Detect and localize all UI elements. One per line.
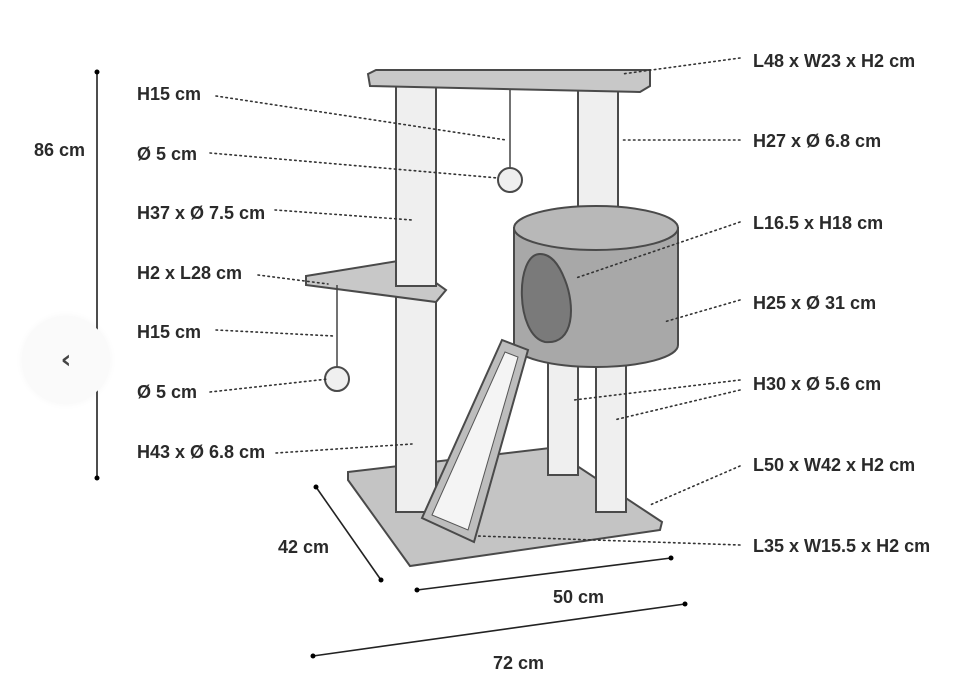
dim-total-width: 72 cm bbox=[493, 653, 544, 673]
toy-ball-shelf bbox=[324, 366, 350, 392]
scratch-ramp-surface bbox=[431, 351, 519, 531]
label-shelf-toy-string: H15 cm bbox=[137, 322, 201, 342]
cat-house-entrance bbox=[520, 252, 572, 344]
label-top-platform: L48 x W23 x H2 cm bbox=[753, 51, 915, 71]
dim-height: 86 cm bbox=[34, 140, 85, 160]
dimension-lines bbox=[94, 69, 688, 659]
toy-ball-top bbox=[497, 167, 523, 193]
carousel-prev-button[interactable]: ‹ bbox=[22, 316, 110, 404]
top-platform bbox=[366, 69, 651, 94]
left-post-upper bbox=[395, 85, 437, 287]
label-side-shelf: H2 x L28 cm bbox=[137, 263, 242, 283]
label-left-lower-post: H43 x Ø 6.8 cm bbox=[137, 442, 265, 462]
left-leaders bbox=[209, 95, 507, 454]
cat-house-top bbox=[513, 205, 679, 251]
label-base: L50 x W42 x H2 cm bbox=[753, 455, 915, 475]
label-ramp: L35 x W15.5 x H2 cm bbox=[753, 536, 930, 556]
label-cat-house: H25 x Ø 31 cm bbox=[753, 293, 876, 313]
right-leaders bbox=[477, 57, 741, 546]
label-house-entrance: L16.5 x H18 cm bbox=[753, 213, 883, 233]
label-left-upper-post: H37 x Ø 7.5 cm bbox=[137, 203, 265, 223]
label-top-toy-ball: Ø 5 cm bbox=[137, 144, 197, 164]
left-post-lower bbox=[395, 289, 437, 513]
label-shelf-toy-ball: Ø 5 cm bbox=[137, 382, 197, 402]
chevron-left-icon: ‹ bbox=[60, 345, 72, 375]
label-top-toy-string: H15 cm bbox=[137, 84, 201, 104]
label-right-upper-post: H27 x Ø 6.8 cm bbox=[753, 131, 881, 151]
label-lower-posts: H30 x Ø 5.6 cm bbox=[753, 374, 881, 394]
dim-width: 50 cm bbox=[553, 587, 604, 607]
lower-post-front bbox=[595, 354, 627, 513]
dim-depth: 42 cm bbox=[278, 537, 329, 557]
